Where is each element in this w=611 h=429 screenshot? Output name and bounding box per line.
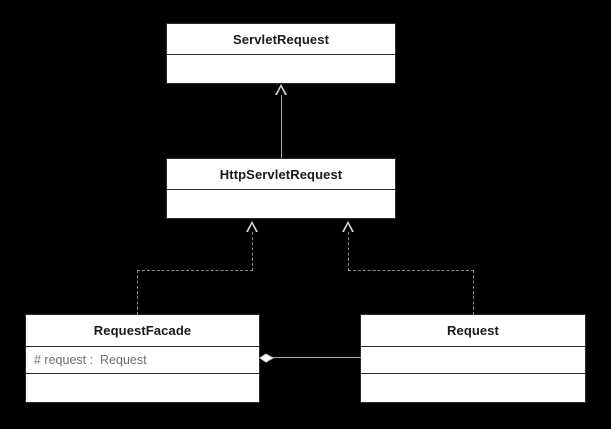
class-operations-request: [361, 373, 585, 402]
realization-line-segment-vertical-upper: [348, 232, 349, 271]
class-operations-servlet-request: [167, 54, 395, 83]
class-operations-request-facade: [26, 373, 259, 402]
class-box-request[interactable]: Request: [360, 314, 586, 403]
class-name-request-facade: RequestFacade: [93, 323, 192, 338]
realization-line-segment-vertical-lower: [137, 270, 138, 315]
class-name-http-servlet-request: HttpServletRequest: [219, 166, 343, 182]
class-box-http-servlet-request[interactable]: HttpServletRequest: [166, 158, 396, 219]
class-operations-http-servlet-request: [167, 189, 395, 218]
hollow-diamond-icon: [259, 353, 275, 363]
class-attributes-request: [361, 346, 585, 373]
aggregation-line: [262, 357, 361, 358]
class-box-servlet-request[interactable]: ServletRequest: [166, 23, 396, 84]
realization-line-segment-horizontal: [348, 270, 474, 271]
class-name-servlet-request: ServletRequest: [232, 31, 330, 47]
class-attribute-request-facade-request: # request : Request: [26, 346, 259, 373]
realization-line-segment-vertical-lower: [473, 270, 474, 315]
generalization-line-vertical: [281, 95, 282, 158]
class-name-request: Request: [447, 323, 499, 338]
realization-line-segment-vertical-upper: [252, 232, 253, 271]
hollow-diamond-svg: [259, 353, 275, 363]
realization-line-segment-horizontal: [137, 270, 253, 271]
class-box-request-facade[interactable]: RequestFacade # request : Request: [25, 314, 260, 403]
